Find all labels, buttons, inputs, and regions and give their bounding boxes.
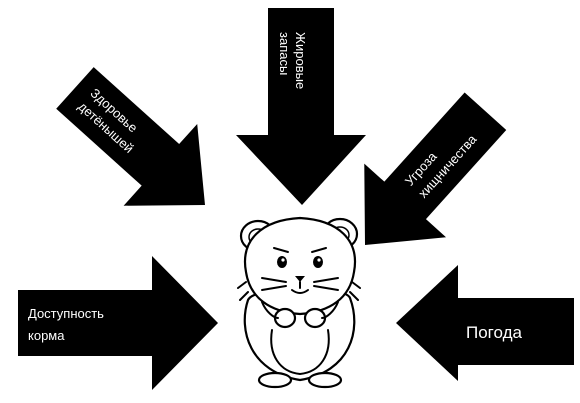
- fat-reserves-label-line1: Жировые: [293, 32, 308, 89]
- food-availability-label-line2: корма: [28, 328, 65, 343]
- arrow-weather: Погода: [396, 265, 574, 381]
- arrow-food-availability: Доступность корма: [18, 256, 218, 390]
- food-availability-label-line1: Доступность: [28, 306, 104, 321]
- hamster-illustration: [237, 216, 361, 389]
- weather-label: Погода: [466, 323, 523, 342]
- arrow-fat-reserves: Жировые запасы: [236, 8, 366, 205]
- fat-reserves-label-line2: запасы: [277, 32, 292, 75]
- arrow-predation-threat: Угроза хищничества: [364, 92, 507, 245]
- arrow-offspring-health: Здоровье детёнышей: [56, 67, 205, 206]
